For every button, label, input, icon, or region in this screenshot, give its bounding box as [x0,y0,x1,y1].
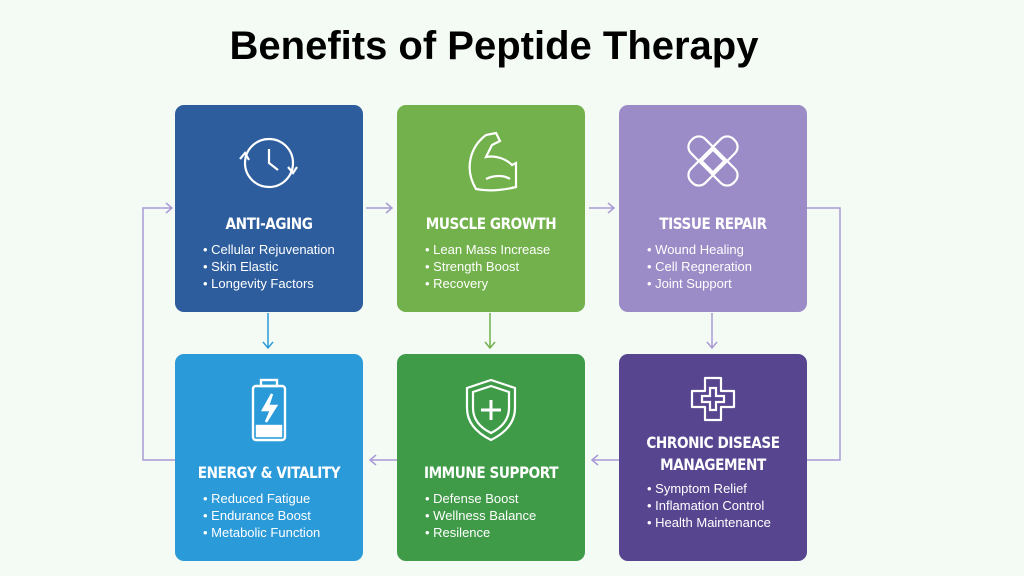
flexed-arm-icon [397,123,585,193]
arrow-2-5 [484,313,496,350]
card-anti-aging: ANTI-AGING Cellular RejuvenationSkin Ela… [175,105,363,312]
list-item: Inflamation Control [647,497,807,514]
arrow-1-4 [262,313,274,350]
card-chronic-disease: CHRONIC DISEASE MANAGEMENT Symptom Relie… [619,354,807,561]
arrow-5-4 [368,454,397,466]
loop-right-connector [806,207,841,461]
list-item: Reduced Fatigue [203,490,363,507]
list-item: Wound Healing [647,241,807,258]
arrow-2-3 [589,202,616,214]
list-item: Strength Boost [425,258,585,275]
medical-cross-icon [619,376,807,422]
loop-left-connector [142,202,175,461]
clock-cycle-icon [175,123,363,193]
list-item: Metabolic Function [203,524,363,541]
shield-cross-icon [397,372,585,442]
list-item: Skin Elastic [203,258,363,275]
battery-bolt-icon [175,372,363,442]
list-item: Joint Support [647,275,807,292]
list-item: Health Maintenance [647,514,807,531]
list-item: Cell Regneration [647,258,807,275]
list-item: Longevity Factors [203,275,363,292]
card-immune-support: IMMUNE SUPPORT Defense BoostWellness Bal… [397,354,585,561]
card-title: ENERGY & VITALITY [197,463,341,482]
card-title: MUSCLE GROWTH [425,214,557,233]
arrow-1-2 [366,202,394,214]
list-item: Resilence [425,524,585,541]
card-title: IMMUNE SUPPORT [423,463,559,482]
list-item: Symptom Relief [647,480,807,497]
list-item: Cellular Rejuvenation [203,241,363,258]
card-energy-vitality: ENERGY & VITALITY Reduced FatigueEnduran… [175,354,363,561]
arrow-6-5 [590,454,619,466]
bandage-icon [619,123,807,193]
card-tissue-repair: TISSUE REPAIR Wound HealingCell Regnerat… [619,105,807,312]
page-title: Benefits of Peptide Therapy [229,24,759,68]
card-title: TISSUE REPAIR [659,214,767,233]
list-item: Recovery [425,275,585,292]
list-item: Endurance Boost [203,507,363,524]
card-muscle-growth: MUSCLE GROWTH Lean Mass IncreaseStrength… [397,105,585,312]
card-title: CHRONIC DISEASE MANAGEMENT [646,433,780,474]
card-title: ANTI-AGING [225,214,313,233]
list-item: Lean Mass Increase [425,241,585,258]
arrow-3-6 [706,313,718,350]
list-item: Defense Boost [425,490,585,507]
list-item: Wellness Balance [425,507,585,524]
